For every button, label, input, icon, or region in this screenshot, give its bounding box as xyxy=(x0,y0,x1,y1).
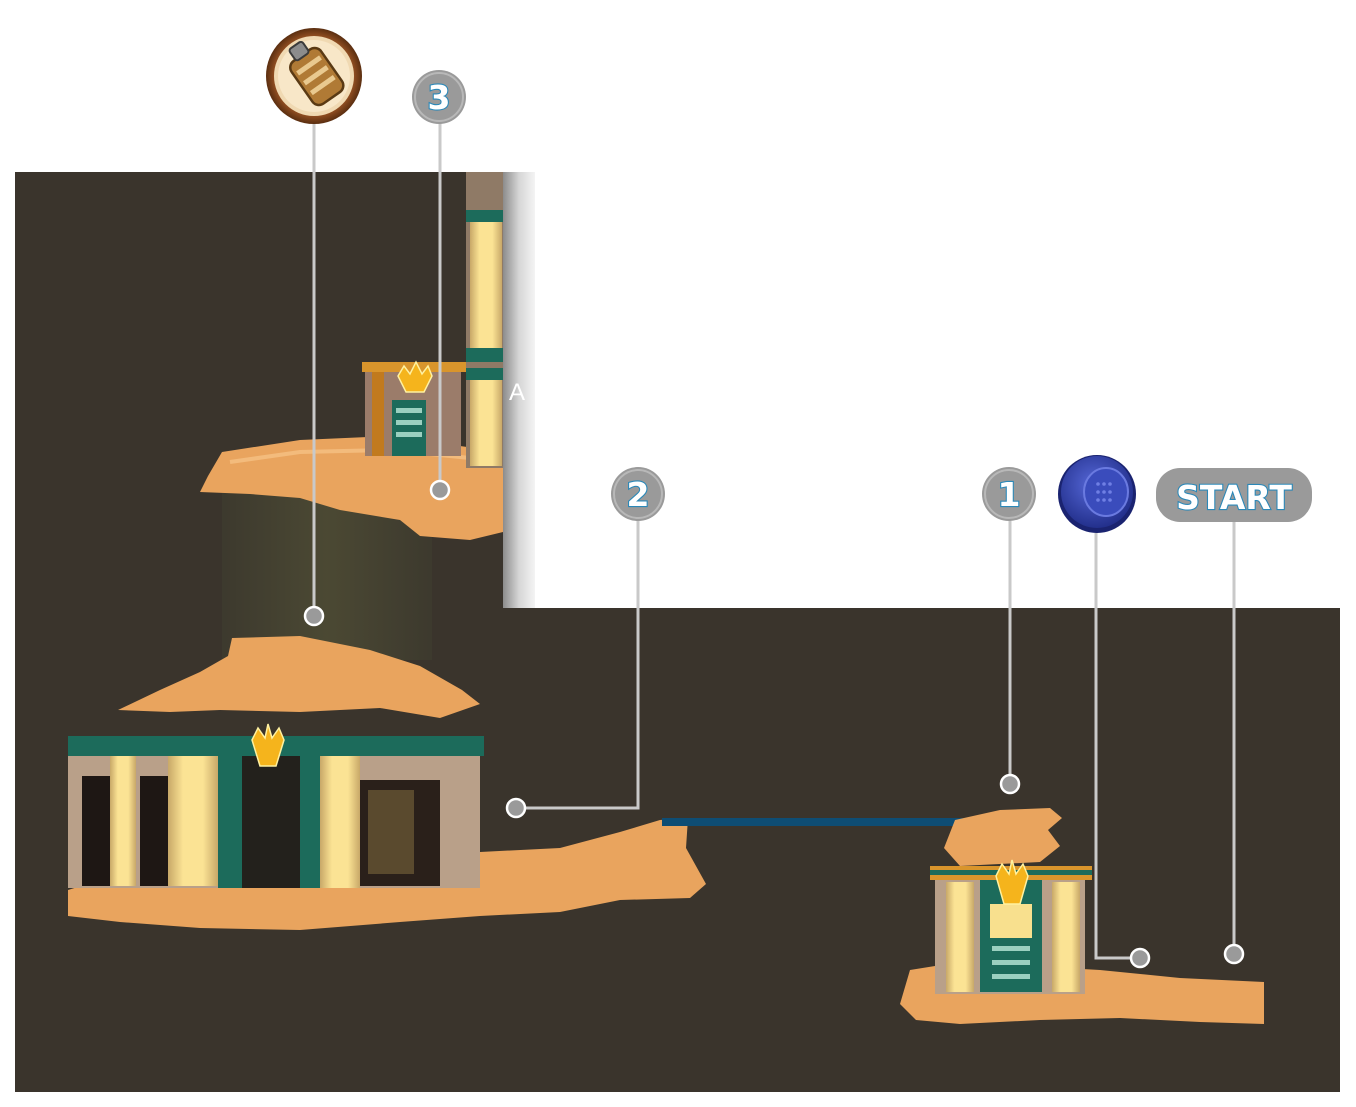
step-marker-1[interactable]: 1 xyxy=(982,467,1036,521)
wall-a-label: A xyxy=(509,379,525,406)
large-temple xyxy=(68,723,484,888)
blue-bridge xyxy=(662,818,987,826)
step-marker-3[interactable]: 3 xyxy=(412,70,466,124)
wall-a: A xyxy=(503,172,535,608)
blue-pressure-button-icon[interactable] xyxy=(1058,455,1136,533)
start-marker[interactable]: START xyxy=(1156,468,1312,522)
connector-lines xyxy=(312,118,1236,960)
start-marker-label: START xyxy=(1176,478,1292,517)
crown-emblem-icon xyxy=(995,859,1029,905)
step-marker-2-label: 2 xyxy=(627,475,650,514)
crown-emblem-icon xyxy=(251,723,285,767)
middle-ledge xyxy=(118,636,480,718)
lantern-bell-icon[interactable] xyxy=(266,28,362,124)
step-marker-2[interactable]: 2 xyxy=(611,467,665,521)
right-temple xyxy=(930,859,1092,994)
step-marker-1-label: 1 xyxy=(998,475,1021,514)
step-marker-3-label: 3 xyxy=(428,78,451,117)
tall-pillar xyxy=(466,172,503,468)
connector-endpoints xyxy=(303,479,1245,969)
small-temple xyxy=(362,360,466,456)
right-plateau xyxy=(944,808,1062,866)
crown-emblem-icon xyxy=(397,360,433,393)
